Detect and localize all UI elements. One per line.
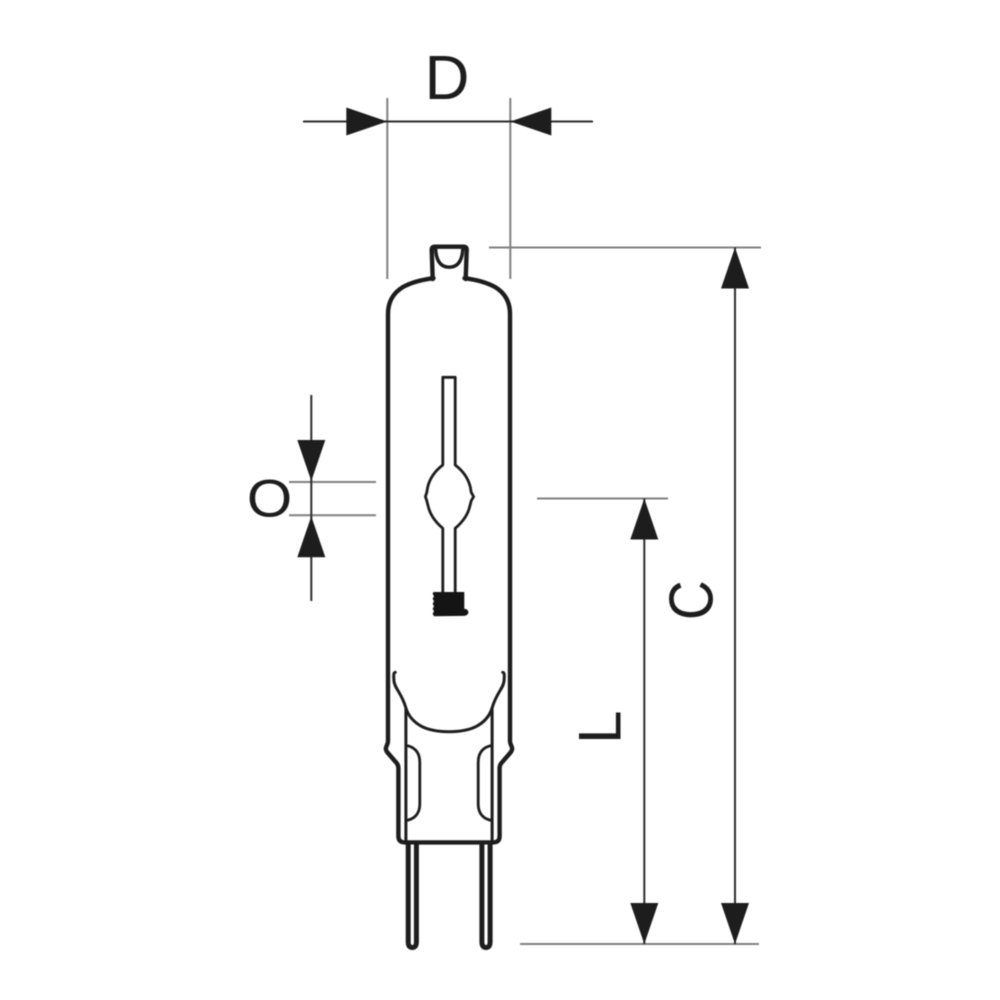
svg-text:O: O [247,469,292,528]
svg-text:L: L [567,710,634,743]
svg-text:D: D [425,44,470,113]
svg-text:C: C [657,580,726,620]
